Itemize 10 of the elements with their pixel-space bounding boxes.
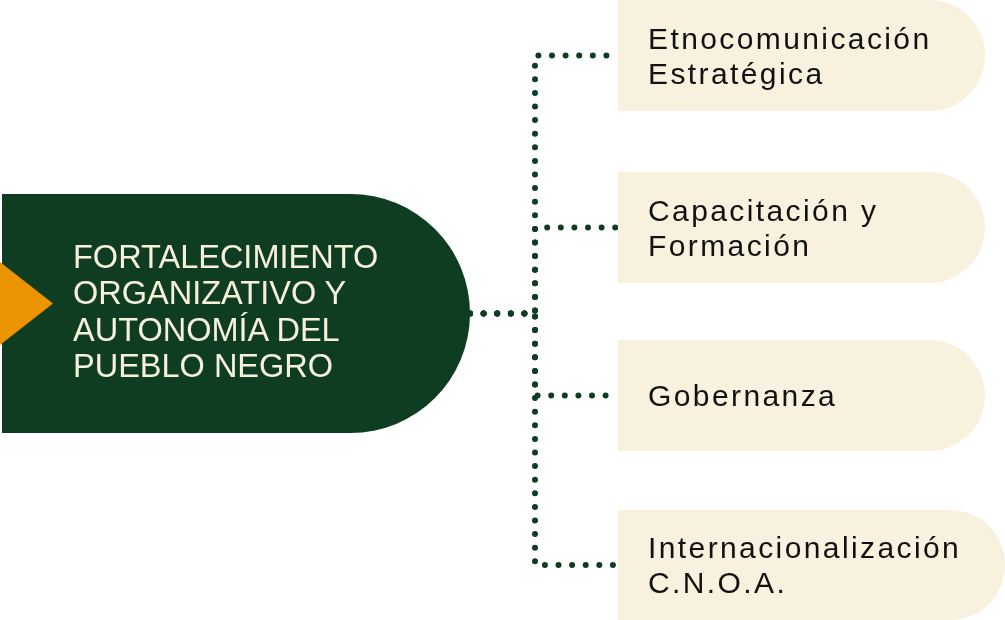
subtopic-text: Etnocomunicación Estratégica — [648, 20, 933, 91]
subtopic-text: Capacitación y Formación — [648, 192, 880, 263]
subtopic-box — [618, 510, 1005, 620]
subtopic-box — [618, 340, 985, 451]
subtopic-box — [618, 0, 985, 111]
subtopic-text: Internacionalización C.N.O.A. — [648, 530, 963, 600]
subtopic-box — [618, 172, 985, 283]
subtopic-text: Gobernanza — [648, 378, 838, 413]
main-topic-box — [2, 194, 470, 433]
topic-text: FORTALECIMIENTO ORGANIZATIVO Y AUTONOMÍA DEL PUEBLO NEGRO — [73, 238, 380, 385]
